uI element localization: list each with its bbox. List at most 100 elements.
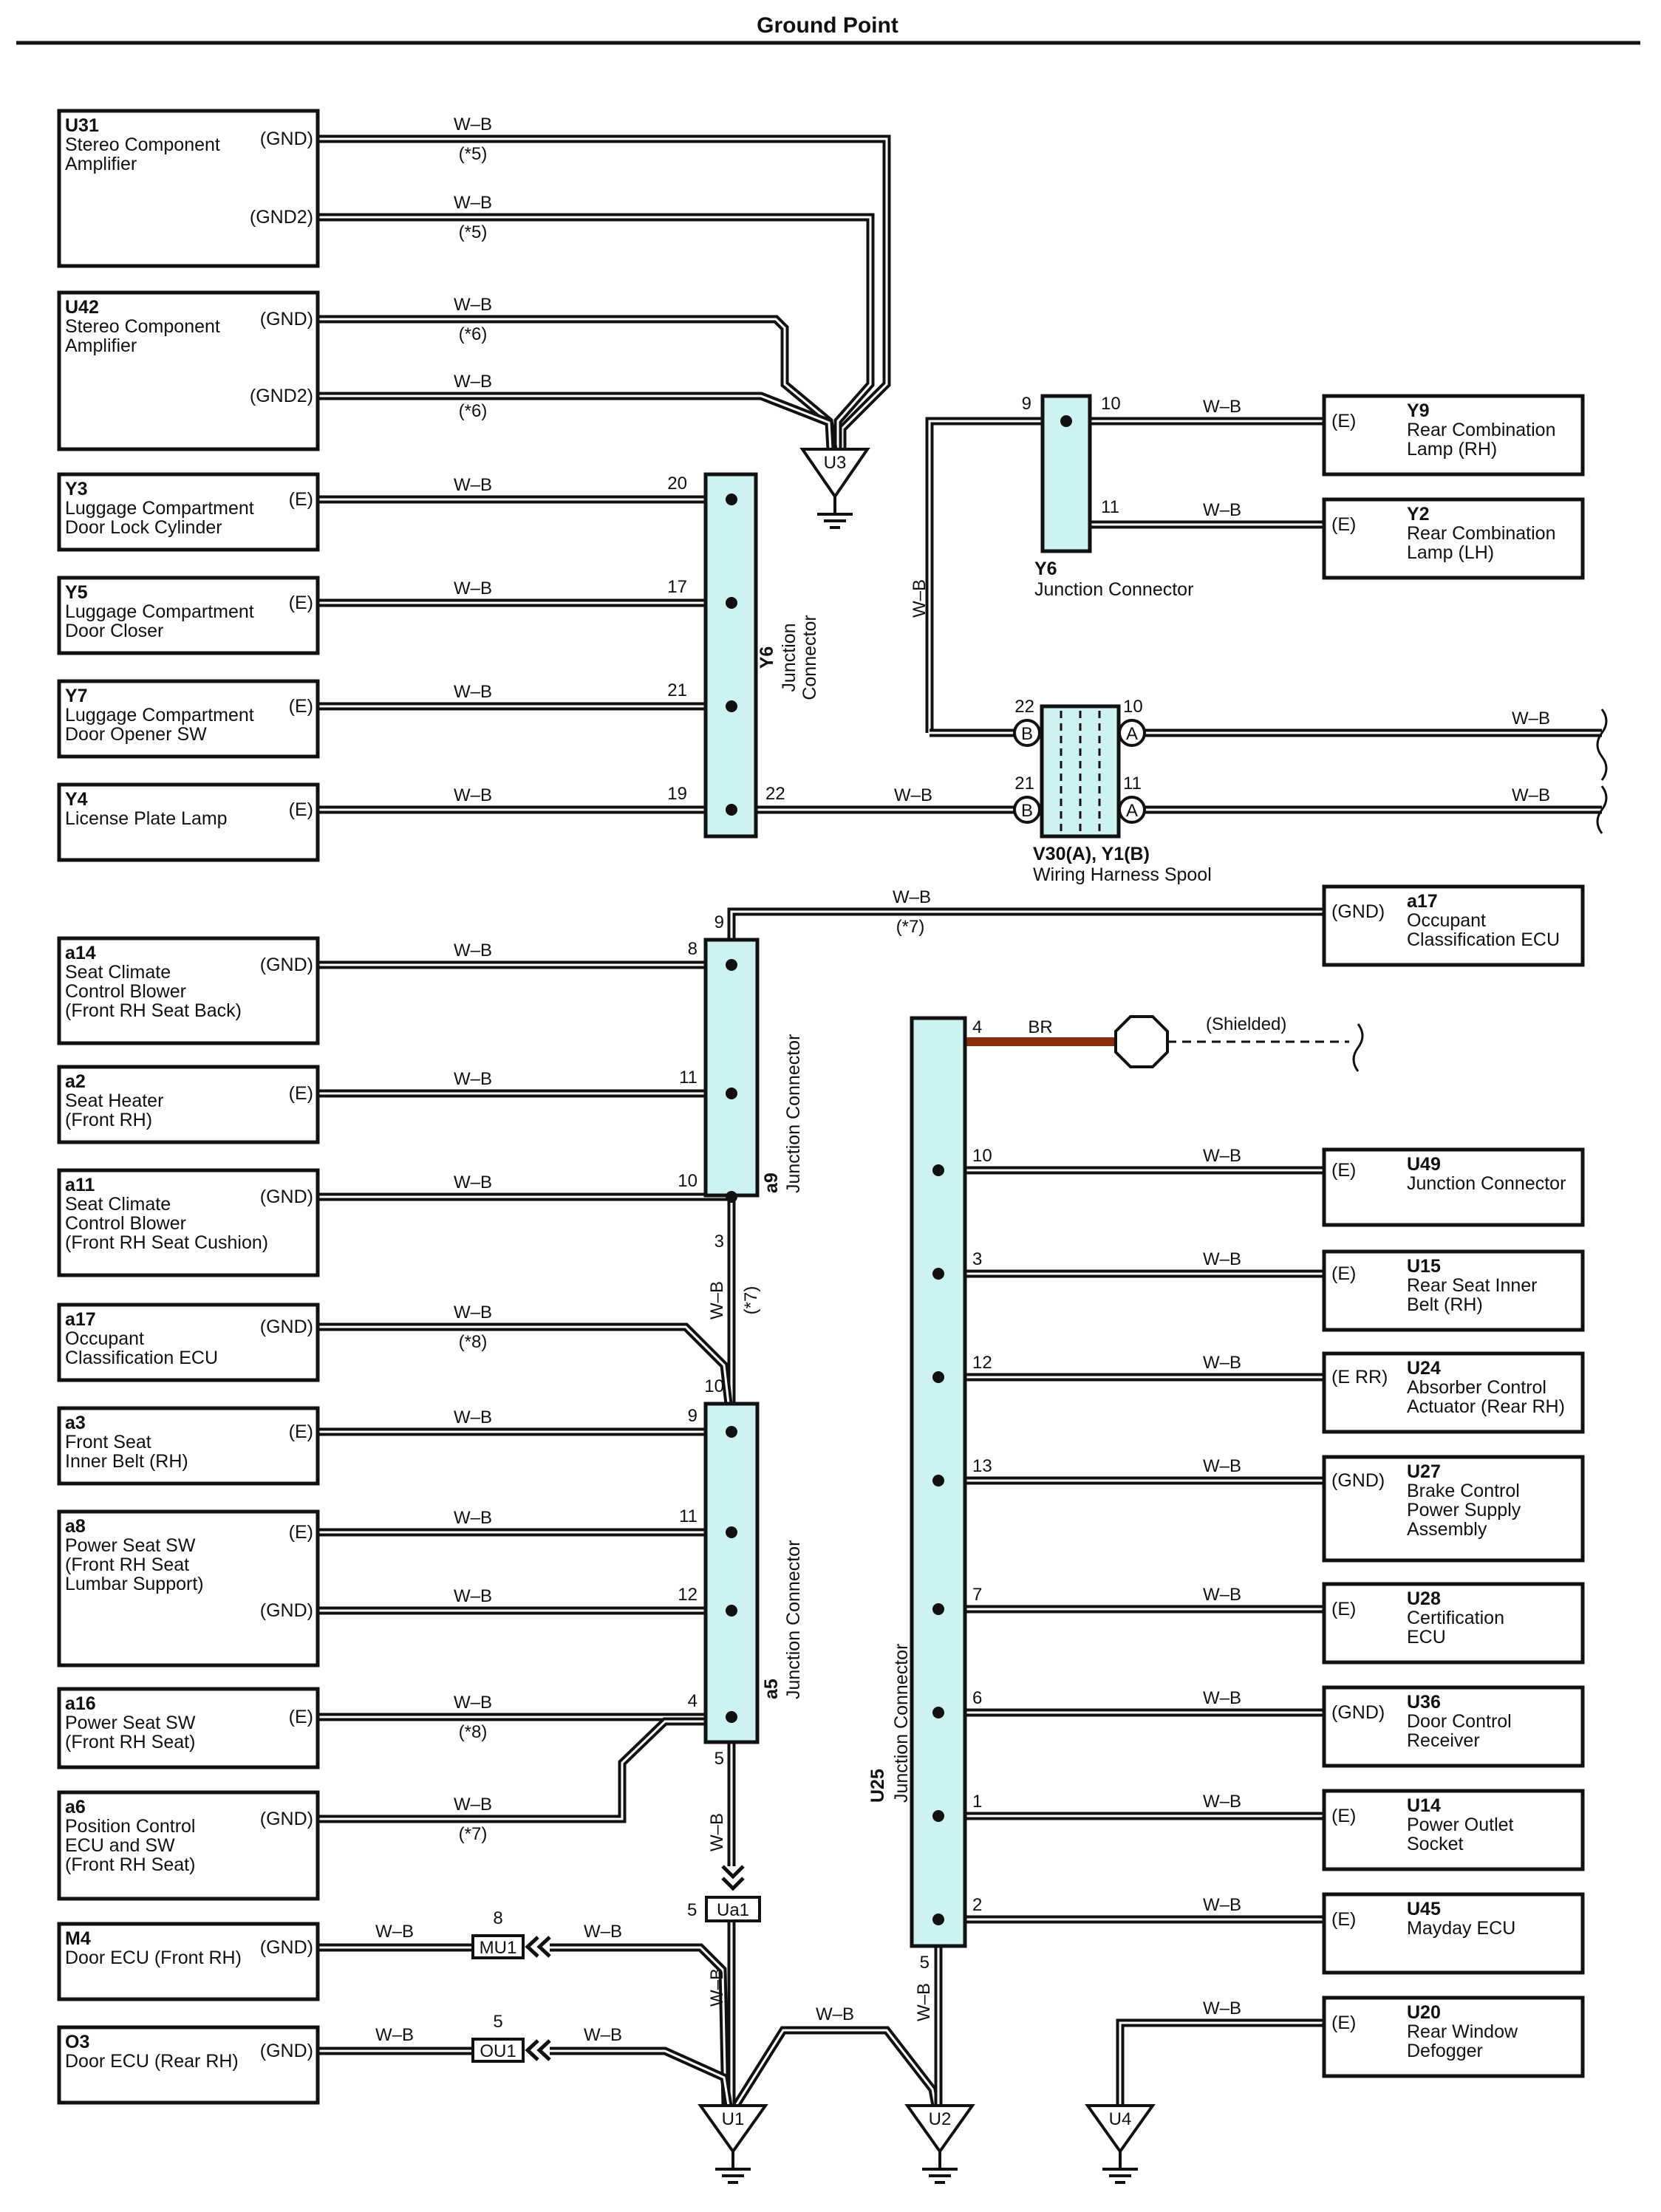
component-name-line: Occupant	[1407, 910, 1486, 931]
component-name-line: Seat Climate	[65, 1194, 171, 1215]
ground-u4-label: U4	[1109, 2109, 1132, 2129]
component-name-line: Defogger	[1407, 2041, 1483, 2061]
wire-color-label: W–B	[454, 1303, 492, 1322]
component-name-line: Control Blower	[65, 981, 186, 1002]
connector-ua1-pin: 5	[687, 1900, 697, 1920]
spool-tag-a2: A	[1126, 801, 1138, 821]
component-name-line: Rear Combination	[1407, 523, 1556, 544]
spool-code: V30(A), Y1(B)	[1033, 844, 1150, 864]
option-note: (*8)	[459, 1332, 488, 1352]
splice-dot	[932, 1707, 944, 1718]
shield-icon	[1114, 1015, 1169, 1068]
component-name-line: Absorber Control	[1407, 1377, 1546, 1398]
component-name-line: (Front RH)	[65, 1110, 152, 1130]
component-code: Y4	[65, 789, 88, 810]
component-name-line: Front Seat	[65, 1432, 151, 1453]
component-name-line: Luggage Compartment	[65, 705, 254, 726]
option-note: (*7)	[896, 917, 925, 937]
component-name-line: Receiver	[1407, 1730, 1480, 1751]
ground-u4-icon: U4	[1085, 2104, 1156, 2184]
pin-number: 8	[688, 939, 698, 959]
terminal-label: (E)	[1331, 514, 1356, 535]
pin-number: 9	[1022, 394, 1031, 414]
component-name-line: Seat Climate	[65, 962, 171, 983]
component-code: M4	[65, 1928, 91, 1949]
splice-dot	[932, 1164, 944, 1176]
component-code: U27	[1407, 1461, 1441, 1482]
terminal-label: (E)	[289, 593, 313, 613]
component-code: U15	[1407, 1256, 1441, 1277]
component-name-line: (Front RH Seat	[65, 1554, 189, 1575]
junction-a9-body	[703, 938, 760, 1198]
component-name-line: Lamp (LH)	[1407, 542, 1494, 563]
wire-color-label-vertical: W–B	[914, 1983, 934, 2021]
wire-color-label: W–B	[1203, 1146, 1241, 1166]
splice-dot	[932, 1371, 944, 1383]
junction-y6-top-code: Y6	[1034, 559, 1057, 579]
wire-color-label: W–B	[454, 475, 492, 495]
pin-number: 21	[1014, 774, 1034, 793]
splice-dot	[932, 1810, 944, 1822]
terminal-label: (E)	[289, 1707, 313, 1727]
terminal-label: (E)	[289, 1083, 313, 1104]
component-name-line: Socket	[1407, 1834, 1463, 1854]
component-name-line: Lumbar Support)	[65, 1574, 204, 1594]
wire-color-label: W–B	[893, 887, 931, 907]
component-name-line: Certification	[1407, 1608, 1504, 1628]
component-name-line: Stereo Component	[65, 134, 220, 155]
junction-a5-code: a5	[761, 1679, 782, 1699]
wire-color-label: W–B	[454, 1069, 492, 1089]
splice-dot	[726, 494, 737, 505]
wire-33	[550, 1943, 730, 2106]
spool-name: Wiring Harness Spool	[1033, 864, 1212, 885]
terminal-label: (GND)	[1331, 1470, 1385, 1491]
pin-number: 5	[714, 1749, 724, 1769]
splice-dot	[726, 597, 737, 609]
component-name-line: Seat Heater	[65, 1090, 163, 1111]
wire-color-label-br: BR	[1028, 1017, 1052, 1037]
terminal-label: (GND)	[260, 1317, 313, 1337]
pin-number: 17	[667, 577, 687, 597]
terminal-label: (E)	[289, 489, 313, 510]
option-note-vertical: (*7)	[741, 1286, 761, 1315]
splice-dot	[726, 1088, 737, 1099]
component-name-line: Control Blower	[65, 1213, 186, 1234]
terminal-label: (GND)	[260, 2041, 313, 2061]
pin-number: 10	[678, 1171, 698, 1191]
component-name-line: Power Supply	[1407, 1500, 1521, 1520]
junction-y6-left-body	[703, 472, 758, 839]
splice-dot	[932, 1603, 944, 1615]
terminal-label: (GND2)	[250, 386, 313, 406]
terminal-label: (E)	[289, 1522, 313, 1543]
wire-color-label: W–B	[1203, 1249, 1241, 1269]
splice-dot	[726, 1526, 737, 1538]
wire-29	[318, 1717, 731, 1823]
terminal-label: (E)	[1331, 1909, 1356, 1930]
pin-number: 20	[667, 474, 687, 494]
wire-23	[318, 1322, 733, 1404]
splice-dot	[932, 1914, 944, 1925]
wire-color-label: W–B	[816, 2004, 854, 2024]
junction-y6-top-name: Junction Connector	[1034, 579, 1193, 600]
component-name-line: Door Control	[1407, 1711, 1512, 1732]
component-code: Y2	[1407, 504, 1430, 525]
component-code: O3	[65, 2032, 89, 2052]
spool-tag-a1: A	[1126, 724, 1138, 744]
terminal-label: (E)	[1331, 1806, 1356, 1826]
splice-dot	[726, 1191, 737, 1203]
wire-color-label: W–B	[1203, 1688, 1241, 1708]
junction-y6-left-name2: Connector	[799, 615, 820, 700]
wire-labels: W–BW–BW–BW–BW–BW–BW–BW–BW–BW–BW–BW–BW–BW…	[375, 115, 1550, 2045]
component-name-line: Door ECU (Front RH)	[65, 1948, 242, 1968]
option-note: (*8)	[459, 1722, 488, 1742]
